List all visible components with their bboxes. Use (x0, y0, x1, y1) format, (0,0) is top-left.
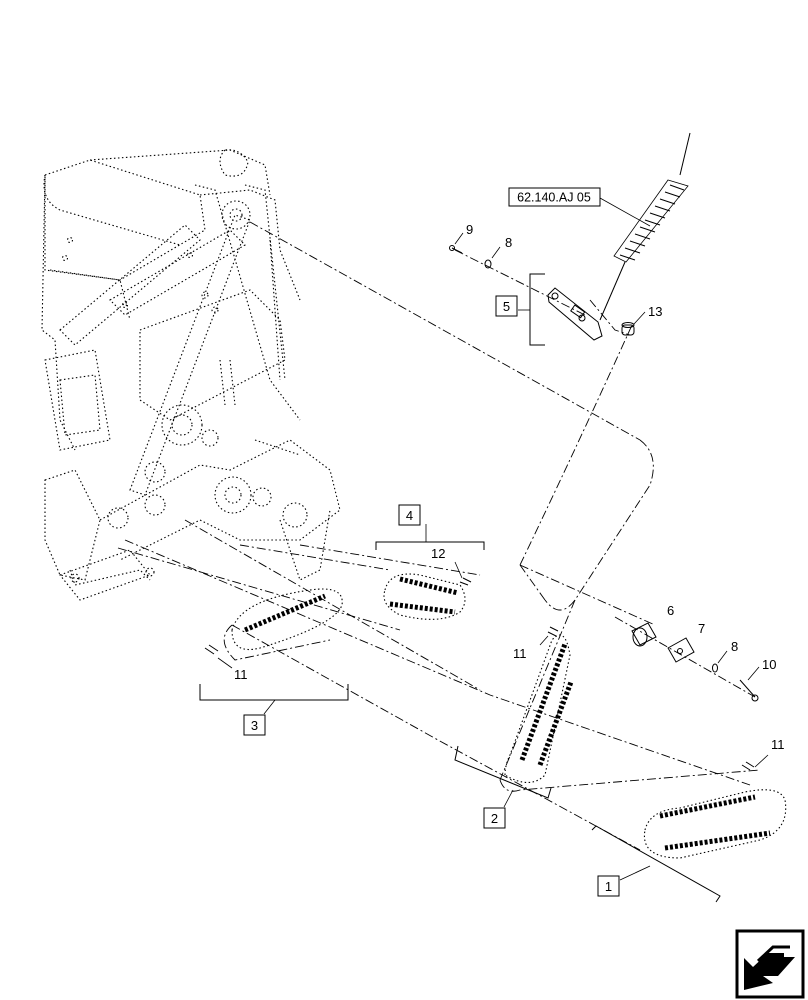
group-bracket-2 (454, 745, 552, 808)
callout-7: 7 (698, 621, 705, 636)
washer-item-8-top (484, 259, 492, 269)
callout-11-middle: 11 (513, 646, 527, 661)
group-bracket-5 (518, 273, 545, 346)
assembly-phantom-lines (117, 221, 761, 851)
bushing-item-13 (621, 322, 635, 336)
group-bracket-3 (199, 684, 349, 715)
callout-11-left: 11 (234, 667, 248, 682)
tensioner-arm (547, 287, 603, 341)
callout-box-3[interactable]: 3 (243, 714, 266, 736)
callout-box-5[interactable]: 5 (495, 295, 518, 317)
callout-box-1[interactable]: 1 (597, 875, 620, 897)
callout-6: 6 (667, 603, 674, 618)
washer-item-8-right (712, 663, 718, 673)
next-page-arrow-icon[interactable] (735, 929, 805, 999)
group-bracket-4 (375, 524, 485, 550)
callout-11-right: 11 (771, 737, 785, 752)
chain-assembly-1 (643, 754, 787, 859)
callout-8-top: 8 (505, 235, 512, 250)
chain-assembly-3 (204, 588, 343, 669)
chain-assembly-4 (383, 561, 472, 620)
callout-10: 10 (762, 657, 776, 672)
svg-text:5: 5 (503, 299, 510, 314)
chain-assembly-2 (504, 626, 574, 784)
group-bracket-1 (591, 825, 721, 903)
svg-text:4: 4 (406, 508, 413, 523)
baler-frame (41, 149, 341, 601)
callout-box-4[interactable]: 4 (398, 504, 421, 526)
pin-item-9 (449, 245, 463, 254)
callout-box-2[interactable]: 2 (483, 807, 506, 829)
svg-text:3: 3 (251, 718, 258, 733)
callout-13: 13 (648, 304, 662, 319)
svg-text:1: 1 (605, 879, 612, 894)
callout-8-right: 8 (731, 639, 738, 654)
svg-text:2: 2 (491, 811, 498, 826)
bushing-item-6 (631, 622, 657, 647)
reference-label: 62.140.AJ 05 (517, 191, 591, 205)
callout-12: 12 (431, 546, 445, 561)
callout-9: 9 (466, 222, 473, 237)
bolt-item-10 (739, 679, 759, 702)
plate-item-7 (667, 637, 695, 663)
callouts: 1 2 3 4 5 6 7 8 8 9 10 11 11 11 12 (234, 222, 785, 897)
tension-spring (599, 132, 691, 321)
reference-box[interactable]: 62.140.AJ 05 (508, 187, 651, 227)
